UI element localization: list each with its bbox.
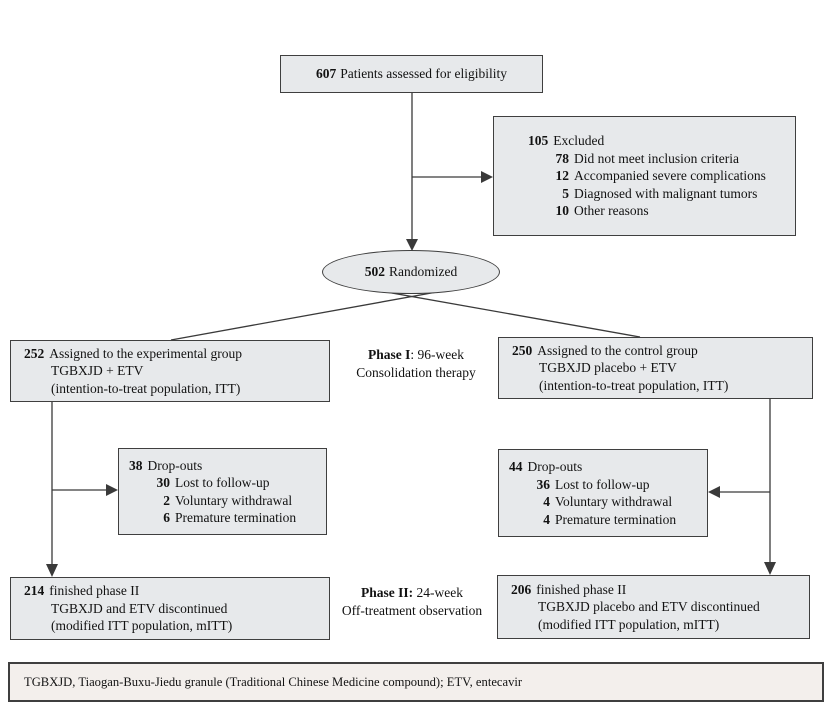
connector-randomized-experimental xyxy=(170,289,449,341)
finished-left-box: 214 finished phase II TGBXJD and ETV dis… xyxy=(10,577,330,640)
phase2-duration: 24-week xyxy=(413,585,463,600)
control-group-box: 250 Assigned to the control group TGBXJD… xyxy=(498,337,813,399)
dropouts-right-reason-row: 4 Voluntary withdrawal xyxy=(531,493,707,511)
dropouts-left-label: Drop-outs xyxy=(147,457,203,473)
finished-left-count: 214 xyxy=(24,583,45,599)
arrowhead-right-excluded xyxy=(481,171,493,183)
finished-right-population: (modified ITT population, mITT) xyxy=(538,616,720,632)
randomized-label: Randomized xyxy=(389,264,458,279)
dropouts-left-reason-row: 6 Premature termination xyxy=(151,509,326,527)
dropouts-left-reason-row: 2 Voluntary withdrawal xyxy=(151,492,326,510)
dropouts-right-label: Drop-outs xyxy=(527,459,583,474)
control-population: (intention-to-treat population, ITT) xyxy=(539,377,729,393)
excluded-reason-row: 78 Did not meet inclusion criteria xyxy=(550,150,795,168)
dropouts-right-reason-row: 36 Lost to follow-up xyxy=(531,476,707,494)
dropouts-left-count: 38 xyxy=(129,457,143,473)
dropouts-right-reason-label: Premature termination xyxy=(555,511,677,527)
excluded-reason-label: Did not meet inclusion criteria xyxy=(574,150,739,166)
finished-left-main-row: 214 finished phase II xyxy=(24,582,329,600)
excluded-box: 105 Excluded 78 Did not meet inclusion c… xyxy=(493,116,796,236)
arrowhead-right-dropouts-left xyxy=(106,484,118,496)
arrowhead-left-dropouts-right xyxy=(708,486,720,498)
excluded-label: Excluded xyxy=(553,133,605,149)
finished-right-count: 206 xyxy=(511,581,532,597)
phase2-line2: Off-treatment observation xyxy=(341,602,483,618)
dropouts-left-reason-row: 30 Lost to follow-up xyxy=(151,474,326,492)
excluded-reason-count: 5 xyxy=(562,185,569,201)
dropouts-right-reason-count: 36 xyxy=(536,476,551,492)
experimental-population: (intention-to-treat population, ITT) xyxy=(51,380,241,396)
dropouts-right-reason-count: 4 xyxy=(543,494,550,509)
control-count: 250 xyxy=(512,342,533,358)
experimental-group-box: 252 Assigned to the experimental group T… xyxy=(10,340,330,402)
connector-randomized-control xyxy=(374,289,641,338)
experimental-treatment: TGBXJD + ETV xyxy=(51,363,144,379)
phase1-line2: Consolidation therapy xyxy=(356,364,476,380)
dropouts-left-box: 38 Drop-outs 30 Lost to follow-up 2 Volu… xyxy=(118,448,327,535)
control-main-row: 250 Assigned to the control group xyxy=(512,342,812,360)
dropouts-left-reason-label: Voluntary withdrawal xyxy=(175,492,293,508)
finished-left-treatment: TGBXJD and ETV discontinued xyxy=(51,600,228,616)
eligibility-count: 607 xyxy=(315,66,337,81)
phase2-label: Phase II: 24-week Off-treatment observat… xyxy=(332,584,492,619)
dropouts-right-count: 44 xyxy=(509,459,523,474)
phase2-title: Phase II: xyxy=(361,585,414,600)
randomized-text: 502 Randomized xyxy=(365,264,457,280)
phase1-line1: Phase I: 96-week xyxy=(337,346,495,364)
control-label: Assigned to the control group xyxy=(537,342,698,358)
dropouts-left-reason-count: 30 xyxy=(156,475,171,490)
abbreviation-legend-box: TGBXJD, Tiaogan-Buxu-Jiedu granule (Trad… xyxy=(8,662,824,702)
dropouts-left-reason-label: Lost to follow-up xyxy=(175,475,270,490)
excluded-reason-count: 10 xyxy=(555,203,570,219)
excluded-reason-row: 12 Accompanied severe complications xyxy=(550,167,795,185)
phase1-duration: : 96-week xyxy=(410,347,464,362)
dropouts-right-box: 44 Drop-outs 36 Lost to follow-up 4 Volu… xyxy=(498,449,708,537)
arrowhead-down-finished-left xyxy=(46,564,58,577)
excluded-reason-label: Diagnosed with malignant tumors xyxy=(574,185,758,201)
excluded-main-row: 105 Excluded xyxy=(528,132,795,150)
arrowhead-down-finished-right xyxy=(764,562,776,575)
experimental-count: 252 xyxy=(24,345,45,361)
phase1-label: Phase I: 96-week Consolidation therapy xyxy=(337,346,495,381)
finished-left-label: finished phase II xyxy=(49,583,140,599)
finished-right-main-row: 206 finished phase II xyxy=(511,581,809,599)
phase1-title: Phase I xyxy=(368,347,411,362)
dropouts-right-reason-count: 4 xyxy=(543,511,550,527)
excluded-reason-label: Other reasons xyxy=(574,203,649,219)
randomized-count: 502 xyxy=(364,264,385,279)
experimental-label: Assigned to the experimental group xyxy=(49,345,242,361)
abbreviation-legend-text: TGBXJD, Tiaogan-Buxu-Jiedu granule (Trad… xyxy=(24,674,523,689)
dropouts-right-main-row: 44 Drop-outs xyxy=(509,458,707,476)
excluded-reason-label: Accompanied severe complications xyxy=(574,168,766,184)
excluded-count: 105 xyxy=(528,133,549,149)
dropouts-right-reason-row: 4 Premature termination xyxy=(531,511,707,529)
dropouts-right-reason-label: Voluntary withdrawal xyxy=(555,494,673,509)
dropouts-right-reason-label: Lost to follow-up xyxy=(555,476,650,492)
arrowhead-down-randomized xyxy=(406,239,418,251)
finished-left-population: (modified ITT population, mITT) xyxy=(51,618,233,634)
control-treatment: TGBXJD placebo + ETV xyxy=(539,360,677,376)
eligibility-label: Patients assessed for eligibility xyxy=(340,66,508,81)
dropouts-left-main-row: 38 Drop-outs xyxy=(129,457,326,475)
excluded-reason-count: 12 xyxy=(555,168,570,184)
randomized-ellipse: 502 Randomized xyxy=(322,250,500,294)
excluded-reason-row: 5 Diagnosed with malignant tumors xyxy=(550,185,795,203)
dropouts-left-reason-label: Premature termination xyxy=(175,510,297,525)
finished-right-label: finished phase II xyxy=(536,581,627,597)
experimental-main-row: 252 Assigned to the experimental group xyxy=(24,345,329,363)
excluded-reason-count: 78 xyxy=(555,150,570,166)
phase2-line1: Phase II: 24-week xyxy=(332,584,492,602)
dropouts-left-reason-count: 6 xyxy=(163,510,170,525)
finished-right-treatment: TGBXJD placebo and ETV discontinued xyxy=(538,599,760,615)
dropouts-left-reason-count: 2 xyxy=(163,492,170,508)
excluded-reason-row: 10 Other reasons xyxy=(550,202,795,220)
finished-right-box: 206 finished phase II TGBXJD placebo and… xyxy=(497,575,810,639)
